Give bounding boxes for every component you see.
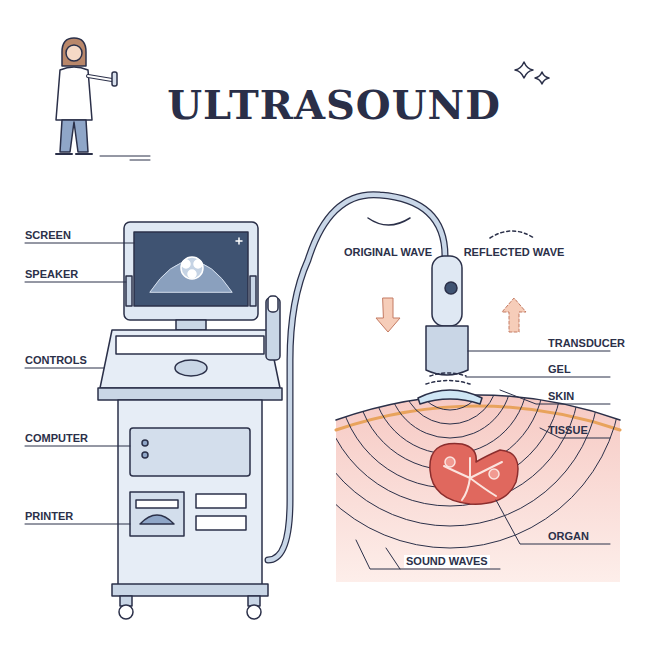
part-label: PRINTER (25, 510, 73, 523)
wave-label: ORIGINAL WAVE (344, 246, 432, 259)
sparkle-icon (515, 62, 549, 84)
drawing-part (25, 368, 104, 369)
drawing-part (247, 605, 261, 619)
drawing-part (134, 232, 248, 306)
drawing-part (118, 400, 262, 586)
drawing-part (25, 446, 130, 447)
drawing-part (368, 218, 410, 225)
drawing-part (515, 62, 533, 78)
drawing-part (130, 492, 184, 536)
drawing-part (418, 390, 482, 404)
drawing-part (62, 38, 86, 66)
drawing-part (336, 395, 620, 582)
part-label: GEL (548, 363, 571, 376)
drawing-part (88, 76, 112, 80)
drawing-part (426, 326, 468, 375)
drawing-part (500, 390, 610, 404)
drawing-part (250, 276, 256, 306)
part-label: CONTROLS (25, 354, 87, 367)
drawing-part (445, 457, 455, 467)
organ (430, 444, 518, 505)
drawing-part (175, 360, 207, 376)
drawing-part (468, 351, 610, 352)
sound-wave (300, 226, 600, 526)
drawing-part (489, 469, 499, 479)
drawing-part (112, 584, 268, 596)
drawing-part (236, 238, 242, 244)
sound-wave (320, 246, 580, 506)
wave-label: REFLECTED WAVE (464, 246, 565, 259)
drawing-part (188, 270, 196, 278)
up-arrow (502, 298, 526, 332)
leader-line (25, 243, 610, 569)
drawing-part (140, 515, 174, 524)
drawing-part (466, 377, 610, 378)
drawing-part (432, 256, 462, 326)
part-label: SCREEN (25, 229, 71, 242)
drawing-part (196, 494, 246, 508)
drawing-part (194, 260, 202, 268)
drawing-part (130, 428, 250, 476)
drawing-part (100, 330, 280, 388)
part-label: TRANSDUCER (548, 337, 625, 350)
drawing-part (25, 243, 134, 244)
drawing-part (444, 458, 502, 500)
drawing-part (88, 76, 112, 80)
drawing-part (126, 276, 132, 306)
drawing-part (56, 153, 92, 155)
drawing-part (278, 204, 622, 548)
drawing-part (66, 45, 82, 61)
drawing-part (100, 156, 150, 157)
sound-wave (278, 204, 622, 548)
part-label: COMPUTER (25, 432, 88, 445)
drawing-part (356, 540, 500, 569)
down-arrow (376, 298, 400, 332)
part-label: SKIN (548, 390, 574, 403)
title: ULTRASOUND (167, 82, 501, 128)
part-label: SOUND WAVES (404, 555, 490, 568)
body-section (278, 204, 622, 582)
drawing-part (130, 160, 150, 161)
drawing-part (112, 72, 117, 86)
drawing-part (98, 388, 282, 400)
drawing-part (136, 500, 178, 508)
part-label: TISSUE (548, 424, 588, 437)
transducer-probe (426, 256, 470, 384)
drawing-part (445, 282, 457, 294)
drawing-part (496, 500, 610, 544)
drawing-part (182, 260, 190, 268)
drawing-part (426, 381, 470, 385)
drawing-part (25, 524, 130, 525)
drawing-part (535, 72, 549, 84)
drawing-part (25, 282, 126, 283)
drawing-part (60, 120, 88, 152)
drawing-part (116, 336, 264, 354)
drawing-part (142, 452, 148, 458)
drawing-part (25, 38, 622, 619)
drawing-part (430, 373, 466, 376)
doctor-figure (56, 38, 150, 160)
drawing-part (196, 516, 246, 530)
drawing-part (119, 605, 133, 619)
drawing-part (181, 257, 203, 279)
drawing-part (268, 296, 278, 312)
drawing-part (124, 222, 258, 320)
drawing-part (176, 320, 206, 330)
drawing-part (490, 231, 534, 238)
sound-wave (388, 314, 512, 438)
part-label: SPEAKER (25, 268, 78, 281)
part-label: ORGAN (548, 530, 589, 543)
drawing-part (142, 440, 148, 446)
